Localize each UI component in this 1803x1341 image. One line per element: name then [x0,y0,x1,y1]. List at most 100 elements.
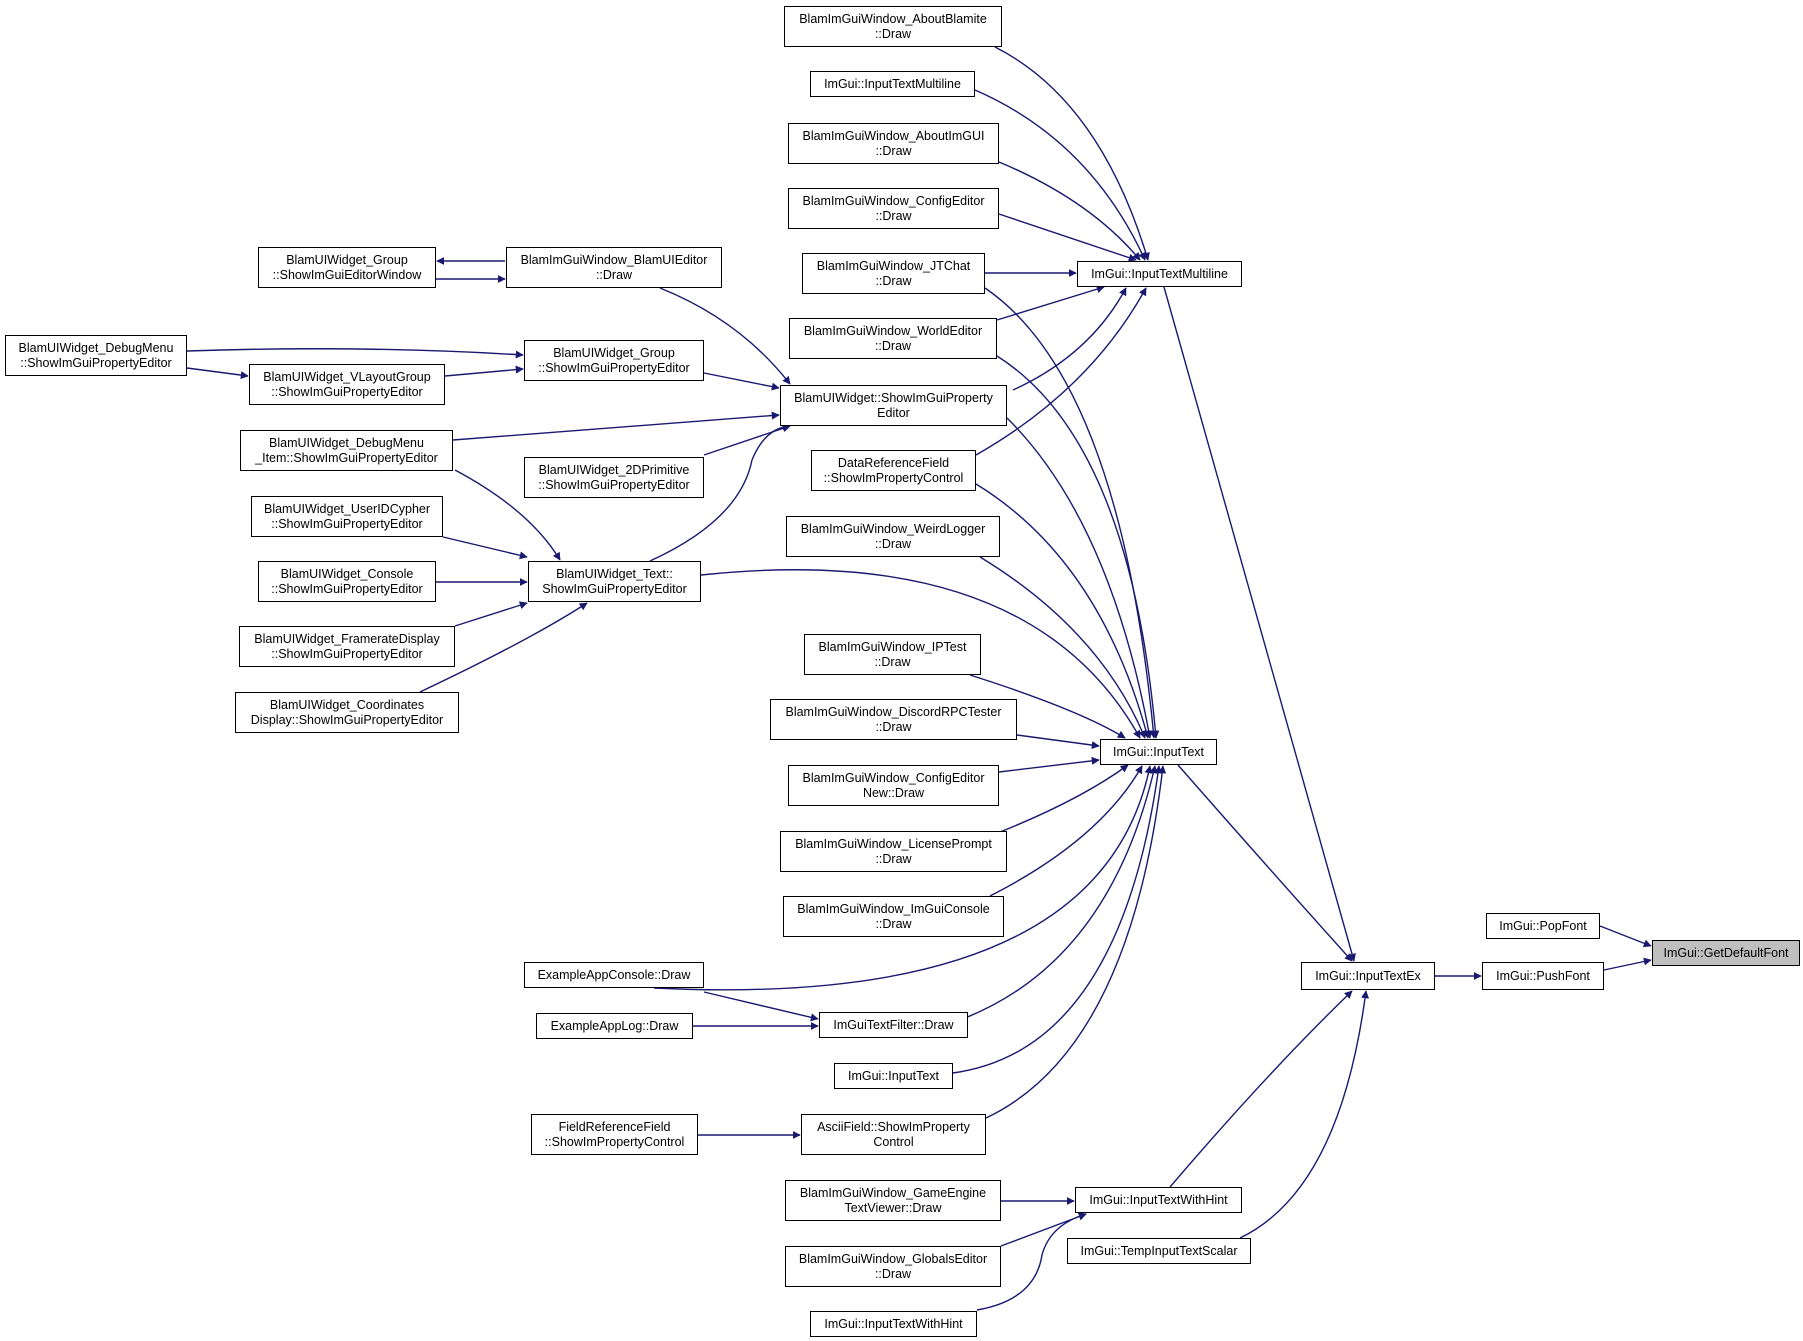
node-inputtextmultiline-left[interactable]: ImGui::InputTextMultiline [810,71,975,97]
node-label: BlamUIWidget_Console [280,566,414,581]
node-tempinputtextscalar[interactable]: ImGui::TempInputTextScalar [1067,1238,1251,1264]
node-jtchat[interactable]: BlamImGuiWindow_JTChat::Draw [802,253,985,294]
node-label: ImGui::InputTextEx [1315,968,1421,983]
node-label: ::ShowImGuiPropertyEditor [271,516,423,531]
edge-jtchat-inputtext [984,287,1158,739]
node-label: ImGui::InputTextWithHint [1089,1192,1228,1207]
node-debugmenu[interactable]: BlamUIWidget_DebugMenu::ShowImGuiPropert… [5,335,187,376]
node-getdefaultfont[interactable]: ImGui::GetDefaultFont [1652,940,1800,966]
edge-configeditor-multiline [998,213,1137,262]
edge-textwidget-inputtext [700,569,1141,739]
node-label: New::Draw [862,785,925,800]
node-iptest[interactable]: BlamImGuiWindow_IPTest::Draw [804,634,981,675]
node-weirdlogger[interactable]: BlamImGuiWindow_WeirdLogger::Draw [786,516,1000,557]
edge-datareference-multiline [975,287,1147,456]
node-label: Control [873,1134,914,1149]
edge-licenseprompt-inputtext [999,764,1129,833]
edge-primitive2d-uiwidget [703,424,791,456]
node-label: BlamUIWidget_DebugMenu [269,435,424,450]
node-label: ::Draw [595,267,633,282]
node-debugmenu-item[interactable]: BlamUIWidget_DebugMenu_Item::ShowImGuiPr… [240,430,453,471]
node-inputtextmultiline-main[interactable]: ImGui::InputTextMultiline [1077,261,1242,287]
node-useridcypher[interactable]: BlamUIWidget_UserIDCypher::ShowImGuiProp… [251,496,443,537]
edge-debugmenu-vlayoutgroup [186,367,249,380]
node-label: BlamUIWidget_2DPrimitive [538,462,690,477]
node-label: FieldReferenceField [558,1119,671,1134]
node-label: BlamUIWidget_UserIDCypher [263,501,431,516]
node-appconsole[interactable]: ExampleAppConsole::Draw [524,962,704,988]
node-pushfont[interactable]: ImGui::PushFont [1482,962,1604,990]
node-inputtextwithhint-left[interactable]: ImGui::InputTextWithHint [810,1311,977,1337]
edge-framerate-textwidget [454,601,528,627]
edge-imguiconsole-inputtext [989,765,1143,897]
node-label: ShowImGuiPropertyEditor [542,581,687,596]
node-label: ::Draw [874,536,912,551]
node-label: BlamUIWidget_VLayoutGroup [263,369,431,384]
node-aboutblamite[interactable]: BlamImGuiWindow_AboutBlamite::Draw [784,6,1002,47]
node-label: ::ShowImGuiPropertyEditor [538,360,690,375]
node-group-editorwindow[interactable]: BlamUIWidget_Group::ShowImGuiEditorWindo… [258,247,436,288]
node-label: ::Draw [875,851,912,866]
edge-uiwidget-multiline [1012,287,1127,391]
node-applog[interactable]: ExampleAppLog::Draw [536,1013,693,1039]
edge-worldeditor-multiline [996,285,1105,321]
edge-withhintleft-withhint [976,1212,1087,1311]
edge-debugmenu-groupproperty [186,348,524,359]
node-blamuieditor[interactable]: BlamImGuiWindow_BlamUIEditor::Draw [506,247,722,288]
node-label: BlamImGuiWindow_GlobalsEditor [798,1251,988,1266]
node-label: ::ShowImPropertyControl [823,470,964,485]
node-console-widget[interactable]: BlamUIWidget_Console::ShowImGuiPropertyE… [258,561,436,602]
node-inputtext-left[interactable]: ImGui::InputText [834,1063,953,1089]
edge-asciifield-inputtext [985,765,1167,1119]
node-label: ::ShowImGuiPropertyEditor [20,355,172,370]
edge-withhint-inputtextex [1169,990,1353,1188]
node-popfont[interactable]: ImGui::PopFont [1486,913,1600,939]
node-label: ImGui::PopFont [1499,918,1587,933]
edge-popfont-getdefaultfont [1599,925,1652,948]
edge-appconsole-textfilter [703,991,819,1022]
node-label: ::Draw [875,208,912,223]
node-group-property[interactable]: BlamUIWidget_Group::ShowImGuiPropertyEdi… [524,340,704,381]
node-datareferencefield[interactable]: DataReferenceField::ShowImPropertyContro… [811,450,976,491]
node-label: AsciiField::ShowImProperty [817,1119,970,1134]
node-label: ::ShowImPropertyControl [544,1134,685,1149]
edge-worldeditor-inputtext [996,355,1160,739]
node-vlayoutgroup[interactable]: BlamUIWidget_VLayoutGroup::ShowImGuiProp… [249,364,445,405]
node-configeditor[interactable]: BlamImGuiWindow_ConfigEditor::Draw [788,188,999,229]
node-label: ImGui::InputTextMultiline [1091,266,1228,281]
node-label: ImGui::GetDefaultFont [1663,945,1789,960]
node-primitive2d[interactable]: BlamUIWidget_2DPrimitive::ShowImGuiPrope… [524,457,704,498]
node-discordrpc[interactable]: BlamImGuiWindow_DiscordRPCTester::Draw [770,699,1017,740]
node-aboutimgui[interactable]: BlamImGuiWindow_AboutImGUI::Draw [788,123,999,164]
node-label: ::ShowImGuiPropertyEditor [271,384,423,399]
edge-discordrpc-inputtext [1016,734,1100,750]
node-fieldreference[interactable]: FieldReferenceField::ShowImPropertyContr… [531,1114,698,1155]
node-label: BlamImGuiWindow_BlamUIEditor [520,252,708,267]
node-textfilter[interactable]: ImGuiTextFilter::Draw [819,1012,968,1038]
node-framerate[interactable]: BlamUIWidget_FramerateDisplay::ShowImGui… [239,626,455,667]
node-inputtextex[interactable]: ImGui::InputTextEx [1301,962,1435,990]
node-label: BlamImGuiWindow_AboutBlamite [799,11,987,26]
node-worldeditor[interactable]: BlamImGuiWindow_WorldEditor::Draw [789,318,997,359]
node-label: ImGui::InputTextWithHint [824,1316,963,1331]
node-imguiconsole[interactable]: BlamImGuiWindow_ImGuiConsole::Draw [783,896,1004,937]
node-inputtextwithhint-main[interactable]: ImGui::InputTextWithHint [1075,1187,1242,1213]
node-label: DataReferenceField [837,455,950,470]
node-label: BlamUIWidget_FramerateDisplay [254,631,440,646]
node-globalseditor[interactable]: BlamImGuiWindow_GlobalsEditor::Draw [785,1246,1001,1287]
node-label: ImGui::PushFont [1496,968,1590,983]
node-label: BlamUIWidget_Text:: [556,566,673,581]
node-text-widget[interactable]: BlamUIWidget_Text::ShowImGuiPropertyEdit… [528,561,701,602]
node-label: BlamImGuiWindow_WorldEditor [803,323,983,338]
node-label: ImGui::InputText [1112,744,1204,759]
node-licenseprompt[interactable]: BlamImGuiWindow_LicensePrompt::Draw [780,831,1007,872]
node-inputtext-main[interactable]: ImGui::InputText [1100,739,1217,765]
node-label: ImGui::InputText [847,1068,939,1083]
edge-debugmenuitem-uiwidget [452,411,780,441]
edge-groupproperty-uiwidget [703,372,780,391]
